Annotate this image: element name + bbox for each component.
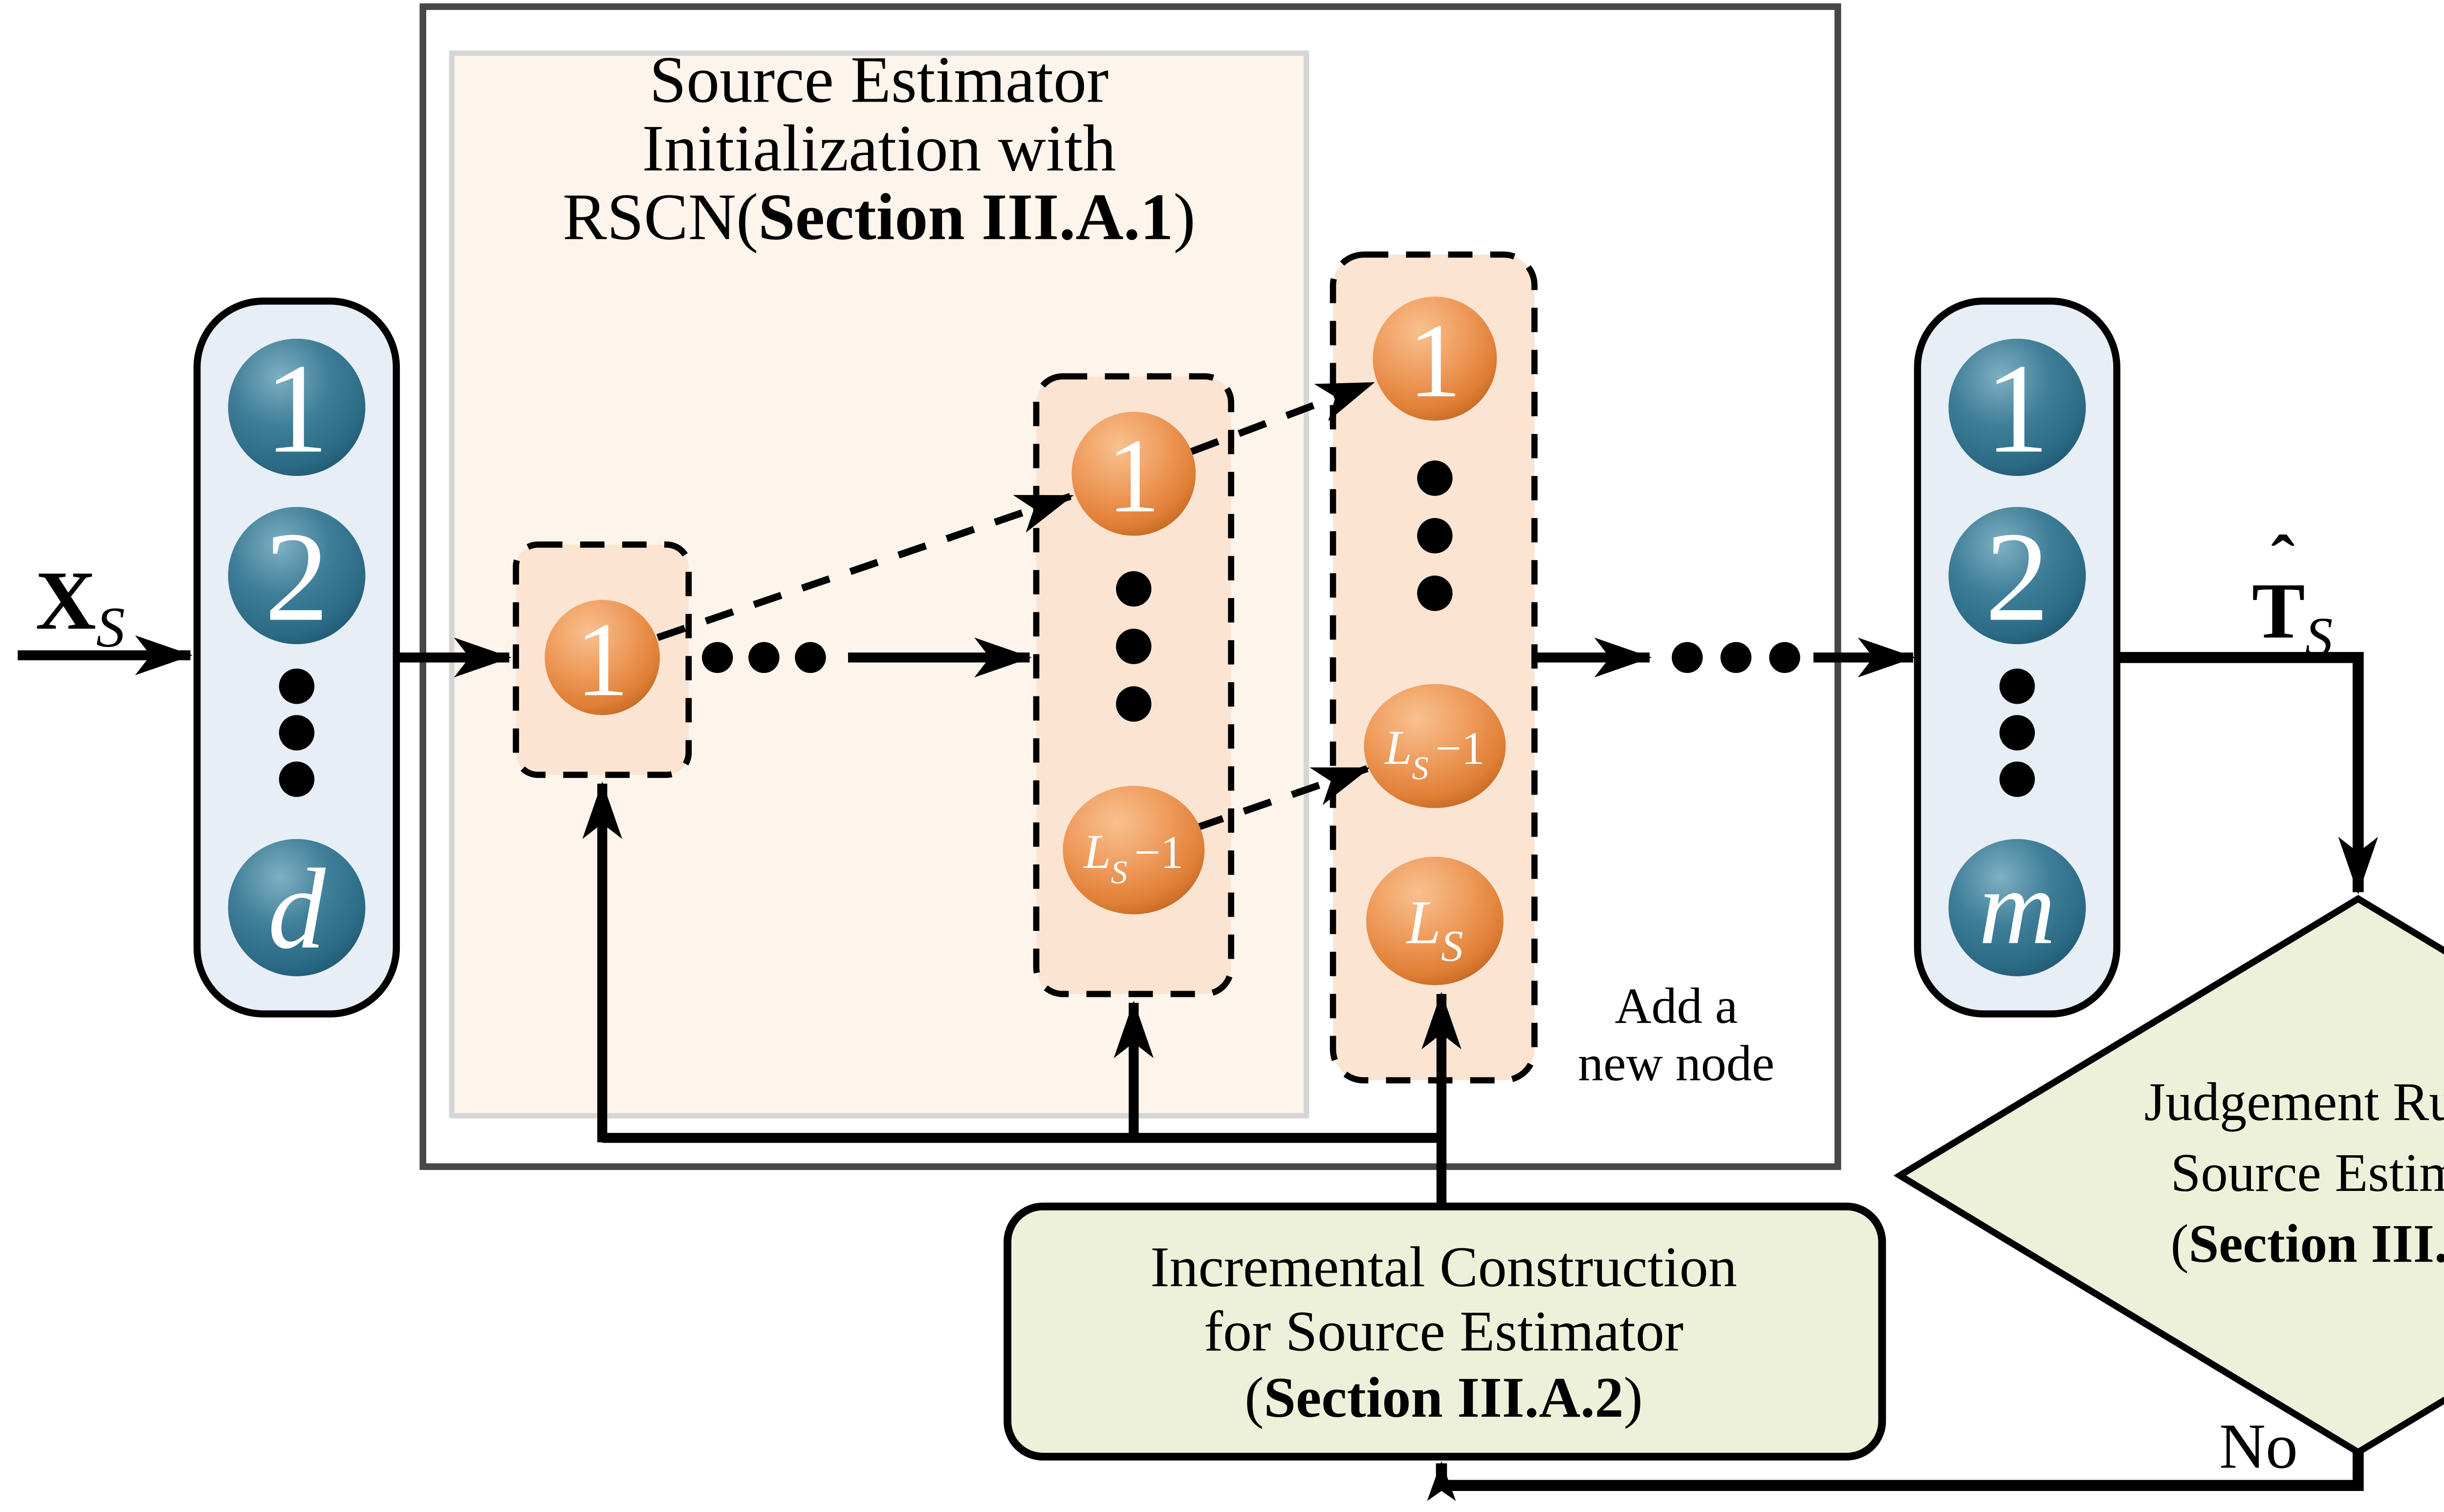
initialization-title-line3: RSCN(Section III.A.1) bbox=[563, 180, 1196, 254]
no-label: No bbox=[2219, 1411, 2298, 1482]
input-node-d-label: d bbox=[268, 845, 326, 972]
incremental-construction-label: Incremental Construction for Source Esti… bbox=[1150, 1235, 1737, 1429]
output-node-1 bbox=[1948, 339, 2086, 476]
incremental-line1: Incremental Construction bbox=[1150, 1235, 1737, 1299]
dashed-arrow-stage1-to-stage2 bbox=[656, 492, 1074, 641]
add-node-label-line2: new node bbox=[1578, 1035, 1774, 1092]
input-node-1-label: 1 bbox=[264, 337, 328, 479]
decision-line1: Judgement Rule for bbox=[2144, 1072, 2444, 1132]
output-signal-label: TS bbox=[2252, 567, 2333, 668]
incr3-prefix: ( bbox=[1244, 1366, 1264, 1429]
output-node-2-label: 2 bbox=[1985, 505, 2049, 648]
output-node-m-label: m bbox=[1979, 849, 2055, 967]
stage3-vdots bbox=[1417, 460, 1453, 611]
ls-main: L bbox=[1405, 888, 1441, 957]
arrow-output-to-decision bbox=[2117, 652, 2379, 895]
arrow-no-feedback bbox=[1427, 1452, 2364, 1501]
stage3-node-1 bbox=[1373, 297, 1497, 421]
initialization-title-line2: Initialization with bbox=[642, 112, 1116, 185]
ls-sub: S bbox=[1441, 921, 1463, 971]
stage2-vdots bbox=[1116, 571, 1152, 722]
ls1-sub: S bbox=[1111, 853, 1128, 890]
output-signal-hat-icon: ˆ bbox=[2271, 522, 2294, 600]
incremental-line3: (Section III.A.2) bbox=[1244, 1366, 1643, 1429]
initialization-title-line1: Source Estimator bbox=[650, 43, 1109, 116]
ls1b-sub: S bbox=[1412, 750, 1429, 787]
stage2-node-ls-1 bbox=[1063, 786, 1205, 914]
incr3-bold: Section III.A.2 bbox=[1264, 1366, 1623, 1429]
incremental-line2: for Source Estimator bbox=[1204, 1299, 1683, 1363]
initialization-title: Source Estimator Initialization with RSC… bbox=[563, 43, 1196, 254]
title3-suffix: ) bbox=[1174, 180, 1196, 254]
ls1-rest: −1 bbox=[1134, 826, 1183, 878]
input-node-2-label: 2 bbox=[264, 505, 328, 648]
stage3-node-ls bbox=[1366, 857, 1504, 985]
stage2-node-1 bbox=[1071, 411, 1196, 536]
stage2-node-1-label: 1 bbox=[1107, 417, 1160, 535]
incr3-suffix: ) bbox=[1624, 1366, 1643, 1429]
output-node-2 bbox=[1948, 507, 2086, 645]
output-node-1-label: 1 bbox=[1985, 337, 2049, 479]
title3-prefix: RSCN( bbox=[563, 180, 758, 254]
xs-main: X bbox=[35, 555, 96, 648]
decision3-bold: Section III.A.3 bbox=[2189, 1214, 2444, 1274]
hdots-after-stage1 bbox=[701, 642, 826, 673]
title3-bold: Section III.A.1 bbox=[758, 180, 1173, 254]
stage1-node-1 bbox=[545, 600, 660, 715]
output-node-m bbox=[1948, 839, 2086, 976]
ts-main: T bbox=[2252, 567, 2305, 655]
decision-line2: Source Estimator bbox=[2171, 1143, 2444, 1203]
hdots-after-stage3 bbox=[1672, 642, 1800, 673]
stage2-node-ls-1-label: LS−1 bbox=[1083, 824, 1183, 891]
stage3-node-ls-1 bbox=[1364, 684, 1506, 808]
ls1-main: L bbox=[1083, 824, 1111, 879]
stage3-node-1-label: 1 bbox=[1408, 302, 1462, 420]
stage1-node-1-label: 1 bbox=[576, 601, 629, 718]
decision-line3: (Section III.A.3) bbox=[2171, 1214, 2444, 1274]
stage3-node-ls-label: LS bbox=[1405, 888, 1463, 971]
ls1b-rest: −1 bbox=[1435, 722, 1484, 774]
stage3-node-ls-1-label: LS−1 bbox=[1384, 720, 1484, 787]
judgement-decision-label: Judgement Rule for Source Estimator (Sec… bbox=[2144, 1072, 2444, 1274]
ls1b-main: L bbox=[1384, 720, 1412, 775]
hidden-stage3-box bbox=[1330, 251, 1538, 1083]
input-signal-label: XS bbox=[35, 555, 125, 659]
input-layer-vdots bbox=[279, 669, 315, 797]
input-node-1 bbox=[228, 339, 366, 476]
dashed-arrow-stage2-to-stage3-top bbox=[1190, 379, 1375, 455]
add-node-label-line1: Add a bbox=[1615, 977, 1738, 1034]
input-node-d bbox=[228, 839, 366, 976]
output-layer-vdots bbox=[1999, 669, 2035, 797]
decision3-prefix: ( bbox=[2171, 1214, 2189, 1274]
input-node-2 bbox=[228, 507, 366, 645]
xs-sub: S bbox=[96, 596, 125, 659]
ts-sub: S bbox=[2305, 606, 2333, 668]
